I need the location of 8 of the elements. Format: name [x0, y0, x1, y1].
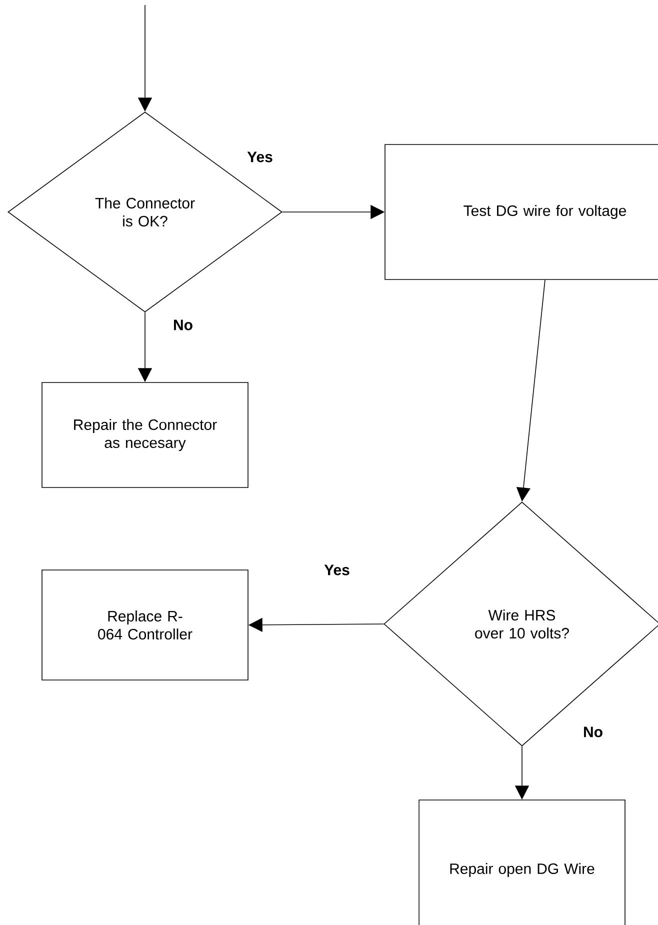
edge-label: Yes	[323, 564, 351, 576]
process-box: Repair the Connector as necesary	[42, 382, 248, 488]
edge-label: No	[582, 726, 604, 738]
process-box: Repair open DG Wire	[418, 800, 626, 925]
edge-label: Yes	[246, 150, 274, 164]
edge-label: No	[172, 318, 194, 332]
process-box: Replace R-064 Controller	[42, 570, 248, 680]
process-box: Test DG wire for voltage	[384, 144, 658, 280]
